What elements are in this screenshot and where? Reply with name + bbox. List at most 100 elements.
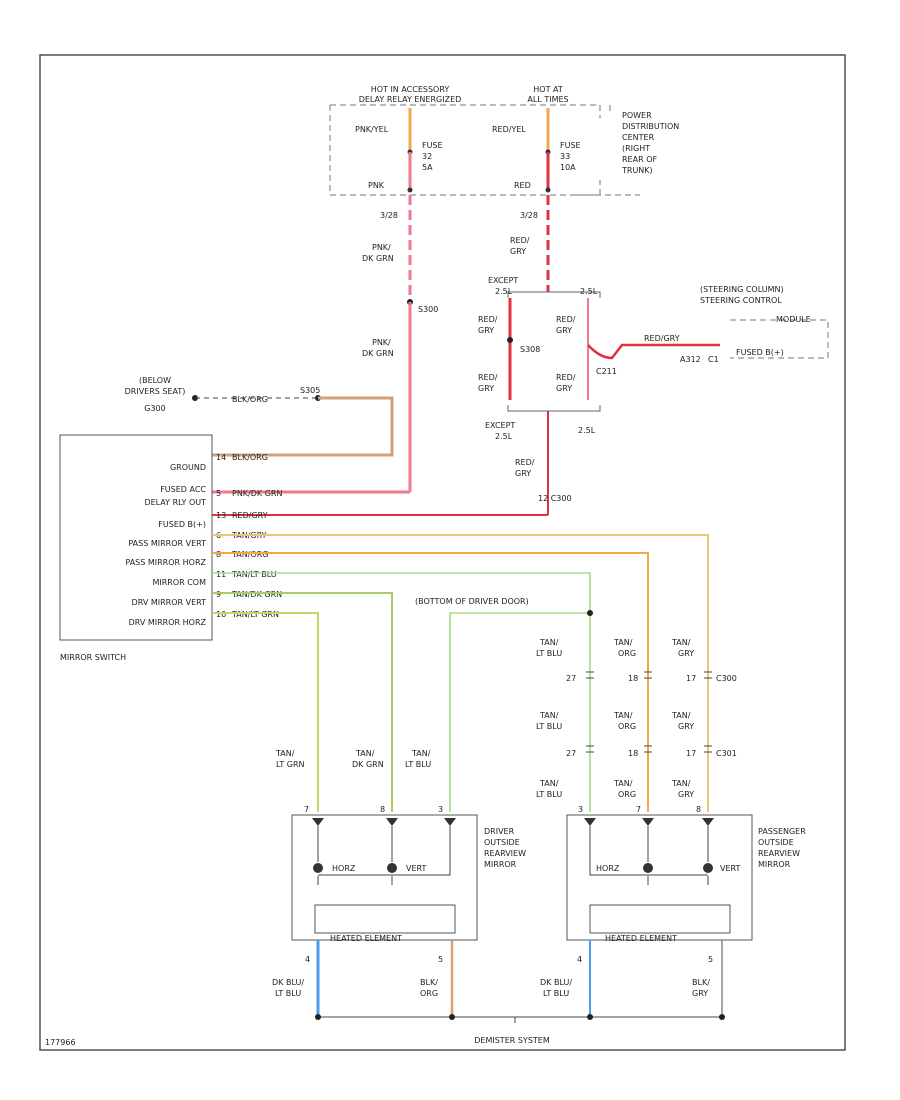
wire-red-gry-steer xyxy=(587,343,720,360)
svg-text:REARVIEW: REARVIEW xyxy=(758,849,800,858)
svg-text:GRY: GRY xyxy=(678,649,694,658)
driver-pin-br: 5 xyxy=(438,955,443,964)
svg-text:32: 32 xyxy=(422,152,432,161)
wire-label-red-gry-r2: RED/ GRY xyxy=(556,373,576,393)
svg-text:9: 9 xyxy=(216,590,221,599)
driver-mirror-internal xyxy=(317,826,451,885)
passenger-wire-bl-label: DK BLU/ LT BLU xyxy=(540,978,572,998)
svg-text:5: 5 xyxy=(216,489,221,498)
svg-text:TAN/ORG: TAN/ORG xyxy=(231,550,268,559)
passenger-mirror-terminals xyxy=(584,818,714,826)
wire-label-red-yel: RED/YEL xyxy=(492,125,526,134)
connector-label-b: 3/28 xyxy=(520,211,538,220)
svg-text:GRY: GRY xyxy=(678,722,694,731)
svg-text:TAN/: TAN/ xyxy=(275,749,295,758)
svg-text:FUSE: FUSE xyxy=(422,141,443,150)
svg-text:RED/: RED/ xyxy=(556,373,576,382)
svg-text:GRY: GRY xyxy=(478,326,494,335)
svg-text:GRY: GRY xyxy=(510,247,526,256)
wire-blk-org-to-switch xyxy=(212,396,394,457)
wire-label-red-gry-bottom: RED/ GRY xyxy=(515,458,535,478)
svg-text:TAN/: TAN/ xyxy=(671,638,691,647)
option-bracket-bottom xyxy=(507,405,601,412)
svg-text:5A: 5A xyxy=(422,163,433,172)
svg-text:BLK/: BLK/ xyxy=(420,978,438,987)
driver-wire-bl-label: DK BLU/ LT BLU xyxy=(272,978,304,998)
switch-pin-label: PASS MIRROR HORZ xyxy=(125,558,206,567)
pin-18a: 18 xyxy=(628,674,638,683)
driver-heated-label: HEATED ELEMENT xyxy=(330,934,402,943)
label-tan-dk-grn: TAN/ DK GRN xyxy=(352,749,384,769)
passenger-heated-box xyxy=(589,904,731,934)
splice-s308-label: S308 xyxy=(520,345,540,354)
svg-text:OUTSIDE: OUTSIDE xyxy=(758,838,794,847)
wire-label-red-gry-l1: RED/ GRY xyxy=(478,315,498,335)
svg-text:BLK/: BLK/ xyxy=(692,978,710,987)
svg-text:13: 13 xyxy=(216,511,226,520)
svg-text:TAN/LT BLU: TAN/LT BLU xyxy=(231,570,277,579)
svg-text:RED/: RED/ xyxy=(556,315,576,324)
wire-label-pnk-dkgrn-1: PNK/ DK GRN xyxy=(362,243,394,263)
label-tan-gry-1: TAN/ GRY xyxy=(671,638,694,658)
driver-wire-br-label: BLK/ ORG xyxy=(420,978,438,998)
passenger-mirror-name: PASSENGER OUTSIDE REARVIEW MIRROR xyxy=(758,827,806,869)
label-tan-lt-blu-driver: TAN/ LT BLU xyxy=(405,749,431,769)
switch-pin-label: DRV MIRROR VERT xyxy=(132,598,207,607)
svg-text:TRUNK): TRUNK) xyxy=(621,166,653,175)
driver-mirror-box xyxy=(291,814,478,941)
svg-text:7: 7 xyxy=(304,805,309,814)
hot-all-label-1: HOT AT xyxy=(533,85,563,94)
passenger-wire-br-label: BLK/ GRY xyxy=(692,978,710,998)
svg-text:RED/: RED/ xyxy=(510,236,530,245)
svg-text:(STEERING COLUMN): (STEERING COLUMN) xyxy=(700,285,784,294)
svg-text:LT BLU: LT BLU xyxy=(536,649,562,658)
label-tan-org-2: TAN/ ORG xyxy=(613,711,636,731)
wire-label-pnk-dkgrn-2: PNK/ DK GRN xyxy=(362,338,394,358)
svg-text:2.5L: 2.5L xyxy=(495,432,513,441)
svg-text:10A: 10A xyxy=(560,163,576,172)
svg-text:TAN/: TAN/ xyxy=(539,779,559,788)
steering-title: (STEERING COLUMN) STEERING CONTROL xyxy=(700,285,784,305)
label-tan-org-3: TAN/ ORG xyxy=(613,779,636,799)
mirror-switch-pins: GROUND FUSED ACC DELAY RLY OUT FUSED B(+… xyxy=(125,463,206,627)
switch-pin-label: MIRROR COM xyxy=(152,578,206,587)
passenger-heated-label: HEATED ELEMENT xyxy=(605,934,677,943)
switch-pin-label: DELAY RLY OUT xyxy=(144,498,206,507)
passenger-pin-bl: 4 xyxy=(577,955,582,964)
svg-text:33: 33 xyxy=(560,152,570,161)
svg-text:REAR OF: REAR OF xyxy=(622,155,657,164)
svg-text:PNK/: PNK/ xyxy=(372,243,391,252)
svg-text:ORG: ORG xyxy=(618,722,636,731)
pin-17a: 17 xyxy=(686,674,696,683)
passenger-vert-label: VERT xyxy=(720,864,741,873)
svg-text:DK GRN: DK GRN xyxy=(352,760,384,769)
hot-acc-label-1: HOT IN ACCESSORY xyxy=(371,85,450,94)
driver-vert-label: VERT xyxy=(406,864,427,873)
svg-text:EXCEPT: EXCEPT xyxy=(485,421,515,430)
svg-text:LT GRN: LT GRN xyxy=(276,760,305,769)
wire-tan-lt-blu-driver xyxy=(449,612,590,812)
passenger-mirror-internal xyxy=(589,826,709,885)
svg-text:PASSENGER: PASSENGER xyxy=(758,827,806,836)
pin-18b: 18 xyxy=(628,749,638,758)
wire-tan-lt-grn xyxy=(212,612,319,812)
svg-text:ORG: ORG xyxy=(618,649,636,658)
svg-text:TAN/DK GRN: TAN/DK GRN xyxy=(231,590,282,599)
svg-text:8: 8 xyxy=(696,805,701,814)
label-tan-lt-blu-1: TAN/ LT BLU xyxy=(536,638,562,658)
svg-text:14: 14 xyxy=(216,453,226,462)
passenger-pin-br: 5 xyxy=(708,955,713,964)
connector-a312: A312 xyxy=(680,355,701,364)
label-tan-lt-blu-3: TAN/ LT BLU xyxy=(536,779,562,799)
svg-text:GRY: GRY xyxy=(692,989,708,998)
wire-label-red: RED xyxy=(514,181,531,190)
splice-s300-label: S300 xyxy=(418,305,438,314)
pin-27b: 27 xyxy=(566,749,576,758)
label-tan-org-1: TAN/ ORG xyxy=(613,638,636,658)
switch-pin-label: PASS MIRROR VERT xyxy=(128,539,206,548)
svg-text:LT BLU: LT BLU xyxy=(543,989,569,998)
svg-text:DK BLU/: DK BLU/ xyxy=(540,978,572,987)
svg-text:(BELOW: (BELOW xyxy=(139,376,171,385)
hot-all-label-2: ALL TIMES xyxy=(527,95,568,104)
